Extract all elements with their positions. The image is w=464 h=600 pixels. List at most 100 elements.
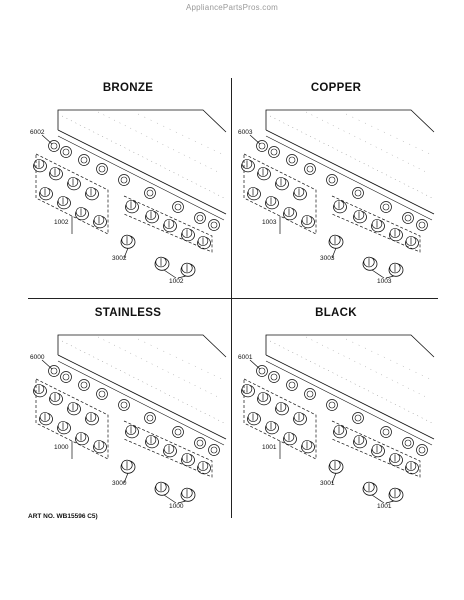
bezel-ring bbox=[78, 154, 90, 166]
bezel-ring bbox=[144, 187, 156, 199]
bezel-ring bbox=[60, 371, 72, 383]
knob-diagram bbox=[241, 334, 435, 504]
bezel-ring bbox=[416, 444, 428, 456]
knob-diagram bbox=[241, 109, 435, 279]
bezel-ring bbox=[172, 426, 184, 438]
art-number: ART NO. WB15596 C5) bbox=[28, 513, 98, 520]
bezel-inner bbox=[258, 367, 266, 375]
control-panel-edge bbox=[265, 129, 435, 215]
bezel-ring bbox=[194, 212, 206, 224]
bezel-ring bbox=[286, 379, 298, 391]
range-top-edge bbox=[265, 109, 435, 133]
hidden-detail-line bbox=[305, 336, 427, 398]
leader-line bbox=[177, 500, 187, 504]
control-panel-edge bbox=[265, 354, 435, 440]
hidden-detail-line bbox=[269, 340, 433, 424]
bezel-inner bbox=[146, 414, 154, 422]
callout-label: 3000 bbox=[112, 480, 127, 487]
hidden-detail-line bbox=[61, 340, 225, 424]
bezel-inner bbox=[270, 148, 278, 156]
callout-label: 1002 bbox=[54, 219, 69, 226]
bezel-ring bbox=[256, 140, 268, 152]
leader-line bbox=[41, 359, 53, 370]
knob-diagram bbox=[33, 334, 227, 504]
bezel-inner bbox=[382, 203, 390, 211]
callout-label: 3002 bbox=[112, 255, 127, 262]
bezel-inner bbox=[306, 390, 314, 398]
group-outline bbox=[331, 195, 421, 253]
callout-label: 3001 bbox=[320, 480, 335, 487]
bezel-inner bbox=[306, 165, 314, 173]
bezel-inner bbox=[418, 446, 426, 454]
leader-line bbox=[371, 494, 385, 504]
callout-label: 1000 bbox=[54, 444, 69, 451]
bezel-inner bbox=[328, 176, 336, 184]
callout-label: 6000 bbox=[30, 354, 45, 361]
bezel-ring bbox=[208, 444, 220, 456]
leader-line bbox=[123, 247, 129, 259]
callout-label: 6003 bbox=[238, 129, 253, 136]
hidden-detail-line bbox=[137, 338, 223, 380]
bezel-inner bbox=[288, 156, 296, 164]
bezel-ring bbox=[48, 140, 60, 152]
panel-title: BRONZE bbox=[102, 82, 154, 94]
leader-line bbox=[163, 269, 177, 279]
bezel-inner bbox=[288, 381, 296, 389]
leader-line bbox=[177, 275, 187, 279]
group-outline bbox=[123, 420, 213, 478]
bezel-ring bbox=[78, 379, 90, 391]
bezel-ring bbox=[268, 371, 280, 383]
bezel-ring bbox=[402, 212, 414, 224]
bezel-inner bbox=[404, 214, 412, 222]
bezel-inner bbox=[174, 428, 182, 436]
control-panel-edge bbox=[57, 129, 227, 215]
callout-label: 3003 bbox=[320, 255, 335, 262]
control-panel-edge-lower bbox=[265, 135, 433, 221]
hidden-detail-line bbox=[97, 111, 219, 173]
callout-label: 6002 bbox=[30, 129, 45, 136]
control-panel-edge-lower bbox=[57, 360, 225, 446]
bezel-ring bbox=[256, 365, 268, 377]
bezel-ring bbox=[144, 412, 156, 424]
callout-label: 1002 bbox=[169, 278, 184, 285]
bezel-inner bbox=[80, 381, 88, 389]
bezel-inner bbox=[328, 401, 336, 409]
bezel-ring bbox=[194, 437, 206, 449]
bezel-ring bbox=[172, 201, 184, 213]
bezel-inner bbox=[98, 165, 106, 173]
bezel-inner bbox=[270, 373, 278, 381]
bezel-inner bbox=[80, 156, 88, 164]
bezel-ring bbox=[326, 399, 338, 411]
control-panel-edge-lower bbox=[57, 135, 225, 221]
bezel-inner bbox=[62, 148, 70, 156]
panel-title: BLACK bbox=[315, 307, 357, 319]
bezel-ring bbox=[286, 154, 298, 166]
hidden-detail-line bbox=[305, 111, 427, 173]
bezel-inner bbox=[210, 446, 218, 454]
callout-label: 1001 bbox=[262, 444, 277, 451]
bezel-inner bbox=[50, 367, 58, 375]
horizontal-divider bbox=[28, 298, 438, 299]
bezel-ring bbox=[48, 365, 60, 377]
control-panel-edge-lower bbox=[265, 360, 433, 446]
bezel-ring bbox=[380, 201, 392, 213]
group-outline bbox=[331, 420, 421, 478]
bezel-inner bbox=[196, 439, 204, 447]
bezel-inner bbox=[146, 189, 154, 197]
panel-copper: COPPER 6003 1003 3003 1003 bbox=[236, 78, 436, 288]
bezel-ring bbox=[352, 412, 364, 424]
range-top-edge bbox=[265, 334, 435, 358]
bezel-inner bbox=[404, 439, 412, 447]
hidden-detail-line bbox=[61, 115, 225, 199]
bezel-ring bbox=[208, 219, 220, 231]
bezel-inner bbox=[98, 390, 106, 398]
bezel-inner bbox=[382, 428, 390, 436]
watermark: AppliancePartsPros.com bbox=[186, 3, 278, 12]
callout-label: 1001 bbox=[377, 503, 392, 510]
leader-line bbox=[385, 500, 395, 504]
panel-stainless: STAINLESS 6000 1000 3000 1000 bbox=[28, 303, 228, 513]
bezel-ring bbox=[304, 388, 316, 400]
hidden-detail-line bbox=[269, 115, 433, 199]
panel-black: BLACK 6001 1001 3001 1001 bbox=[236, 303, 436, 513]
bezel-ring bbox=[96, 163, 108, 175]
